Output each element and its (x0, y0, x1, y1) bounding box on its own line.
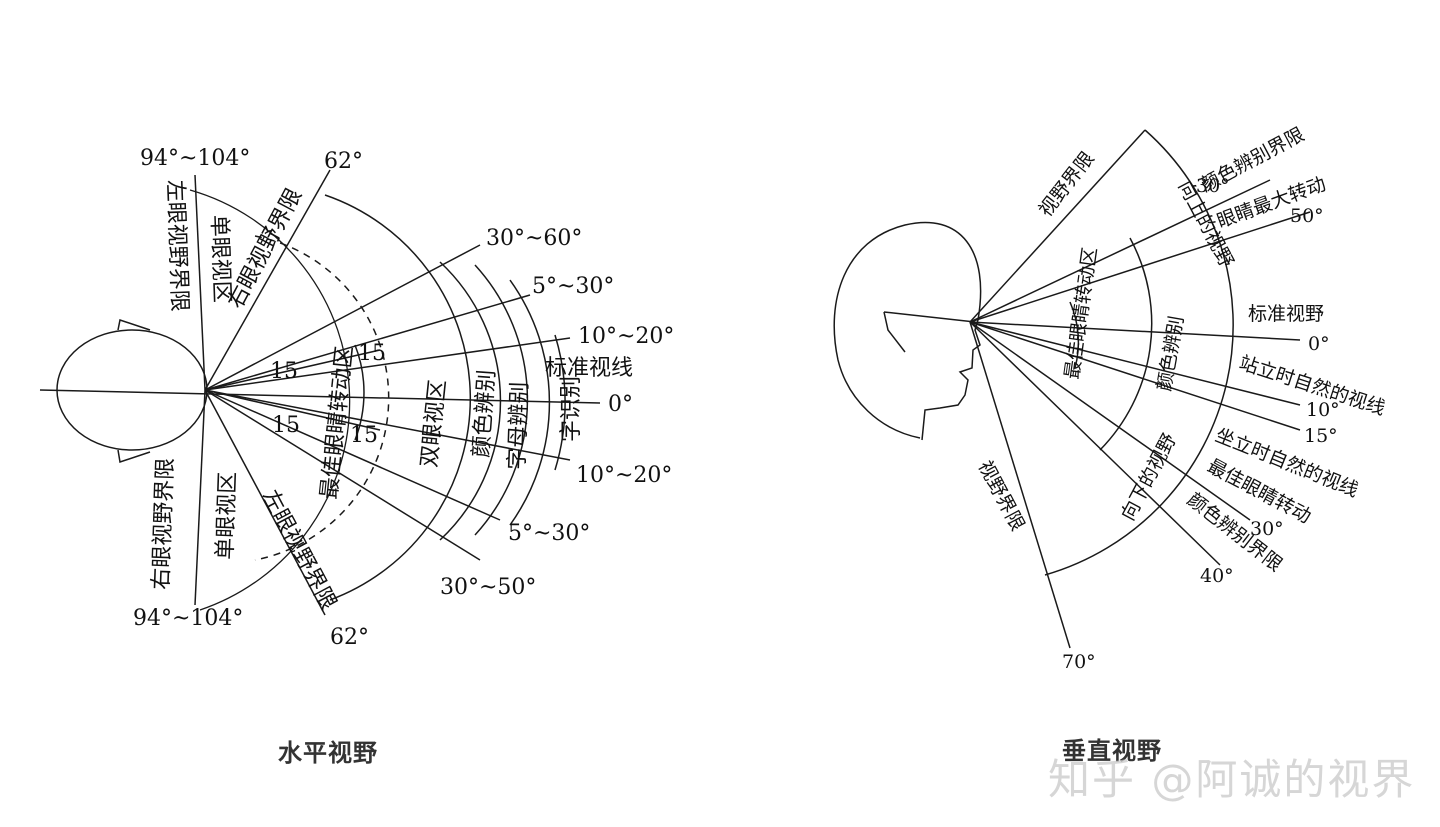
v-ray-field-top (969, 129, 1146, 323)
arc-color (474, 264, 529, 536)
ray-right-eye (194, 389, 206, 606)
angle-5-30-top: 5°~30° (532, 274, 614, 299)
label-letter-recognition: 字母辨别 (505, 381, 533, 470)
v-angle-10: 10° (1306, 399, 1340, 421)
angle-15-a: 15 (270, 359, 298, 384)
angle-15-d: 15 (350, 423, 378, 448)
ray-left-eye (194, 174, 206, 391)
angle-15-c: 15 (272, 413, 300, 438)
v-ray-15 (969, 321, 1301, 431)
label-left-eye-limit-bottom: 左眼视野界限 (257, 486, 341, 614)
angle-94-104-top: 94°~104° (140, 146, 250, 171)
ray-10-20-bottom (204, 389, 571, 461)
v-angle-30: 30° (1196, 175, 1230, 197)
v-arc-outer (1044, 129, 1234, 576)
angle-15-b: 15 (358, 341, 386, 366)
arc-letter (509, 279, 551, 526)
v-ray-70 (969, 321, 1071, 649)
angle-30-60: 30°~60° (486, 226, 582, 251)
v-arc-inner (1069, 301, 1080, 369)
v-angle-0: 0° (1308, 333, 1330, 355)
angle-10-20-bottom: 10°~20° (576, 463, 672, 488)
ray-15-b (204, 389, 381, 431)
v-label-standard-view: 标准视野 (1248, 303, 1324, 325)
nose-shape (883, 311, 906, 353)
eye-plane (883, 311, 976, 323)
caption-horizontal: 水平视野 (278, 739, 378, 767)
ray-30-50 (204, 389, 481, 561)
v-label-color-recognition: 颜色辨别 (1153, 314, 1188, 393)
v-angle-15: 15° (1304, 425, 1338, 447)
label-right-eye-limit-bottom: 右眼视野界限 (149, 457, 179, 590)
label-standard-sightline: 标准视线 (545, 356, 633, 381)
sightline-0 (39, 389, 601, 404)
v-angle-70: 70° (1062, 651, 1096, 673)
watermark: 知乎 @阿诚的视界 (1048, 755, 1416, 804)
ear-bottom (117, 449, 151, 463)
arc-62 (324, 194, 472, 601)
angle-0: 0° (608, 392, 633, 417)
label-monocular-bottom: 单眼视区 (213, 471, 241, 560)
label-word-recognition: 字识别 (559, 376, 584, 442)
label-color-recognition: 颜色辨别 (469, 369, 500, 459)
v-angle-30-down: 30° (1250, 518, 1284, 540)
ray-5-30-top (204, 294, 531, 391)
v-label-best-eye-rotation: 最佳眼睛转动区 (1061, 246, 1101, 381)
ray-62-bottom (204, 389, 326, 616)
caption-vertical: 垂直视野 (1062, 737, 1162, 765)
ear-top (117, 319, 151, 331)
v-label-downward-view: 向下的视野 (1117, 430, 1181, 524)
v-ray-30 (969, 179, 1271, 323)
angle-5-30-bottom: 5°~30° (508, 521, 590, 546)
arc-word (554, 334, 566, 471)
arc-dashed (254, 235, 390, 561)
v-ray-40 (969, 321, 1221, 566)
ray-30-60 (204, 244, 481, 391)
angle-62-top: 62° (324, 149, 363, 174)
ray-10-20-top (204, 337, 571, 391)
v-label-field-limit-bottom: 视野界限 (974, 457, 1029, 534)
angle-62-bottom: 62° (330, 625, 369, 650)
angle-94-104-bottom: 94°~104° (133, 606, 243, 631)
label-left-eye-limit: 左眼视野界限 (162, 179, 192, 312)
ray-62-top (204, 169, 331, 391)
profile-head (833, 221, 982, 441)
ray-15-a (204, 349, 381, 391)
label-binocular: 双眼视区 (417, 378, 451, 468)
angle-30-50: 30°~50° (440, 575, 536, 600)
v-ray-0 (969, 321, 1301, 341)
label-monocular-top: 单眼视区 (206, 214, 234, 303)
angle-10-20-top: 10°~20° (578, 324, 674, 349)
v-label-field-limit-top: 视野界限 (1035, 148, 1099, 221)
ray-5-30-bottom (204, 389, 501, 521)
v-angle-40: 40° (1200, 565, 1234, 587)
v-angle-50: 50° (1290, 205, 1324, 227)
v-arc-color (1099, 237, 1153, 451)
arc-monocular (189, 189, 351, 611)
head-outline (56, 329, 208, 451)
v-ray-10 (969, 321, 1301, 406)
v-ray-50 (969, 211, 1311, 323)
v-ray-30-down (969, 321, 1251, 521)
